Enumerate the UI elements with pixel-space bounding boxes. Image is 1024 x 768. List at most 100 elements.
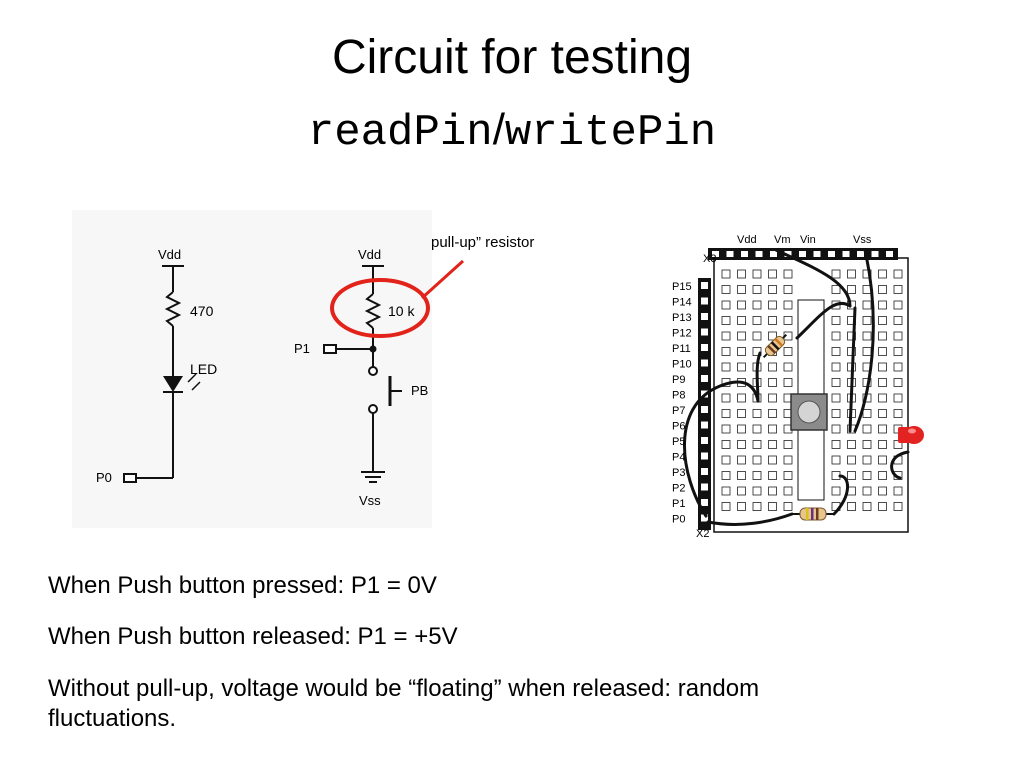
header-hole [701,452,708,460]
wire-led-return [890,450,910,480]
breadboard-hole [893,393,903,403]
breadboard-hole [737,269,746,279]
wire-switch-right [848,306,857,433]
pullup-callout-label: “pull-up” resistor [426,234,535,251]
breadboard-hole [737,502,746,511]
p0-label: P0 [96,470,112,485]
breadboard-hole [831,347,841,356]
pin-label: P8 [672,390,685,402]
header-hole [701,514,708,522]
header-hole [701,282,708,289]
breadboard-hole [893,269,903,279]
breadboard-hole [893,502,903,511]
switch-contact-bottom [368,404,378,414]
note-released: When Push button released: P1 = +5V [48,623,458,650]
breadboard-hole [847,285,856,294]
breadboard-hole [831,316,841,325]
header-hole [701,344,708,351]
breadboard-hole [862,347,872,356]
breadboard-hole [831,362,841,372]
breadboard-hole [783,455,793,465]
breadboard-hole [768,455,777,465]
header-hole [701,437,708,444]
breadboard-hole [831,285,841,294]
breadboard-hole [831,269,841,279]
pin-label: P5 [672,436,685,448]
breadboard-hole [721,455,731,465]
breadboard-hole [783,440,793,449]
breadboard-hole [737,347,746,356]
breadboard-hole [893,331,903,341]
breadboard-hole [752,300,762,310]
breadboard-hole [783,300,793,310]
breadboard-hole [737,285,746,294]
breadboard-hole [721,424,731,434]
pin-label: P7 [672,405,685,417]
breadboard-hole [752,285,762,294]
breadboard-hole [721,300,731,310]
wire-resistor-end [832,474,849,516]
breadboard-hole [737,486,746,496]
header-hole [701,328,708,336]
resistor-470 [164,291,182,327]
breadboard-hole [752,486,762,496]
p1-label: P1 [294,341,310,356]
vss-label: Vss [359,493,381,508]
board-x2-label: X2 [696,528,709,540]
note-pressed: When Push button pressed: P1 = 0V [48,572,437,599]
breadboard-hole [752,409,762,418]
header-hole [701,468,708,475]
breadboard-hole [721,331,731,341]
note-floating: Without pull-up, voltage would be “float… [48,675,760,732]
breadboard-hole [737,440,746,449]
resistor-10k-label: 10 k [388,303,415,319]
breadboard-hole [831,455,841,465]
header-hole [701,406,708,413]
breadboard-hole [831,378,841,387]
breadboard-hole [783,285,793,294]
breadboard-hole [768,393,777,403]
breadboard-hole [862,471,872,480]
breadboard-hole [737,362,746,372]
breadboard-hole [768,409,777,418]
pin-label: P14 [672,297,692,309]
top-header-hole [813,251,821,257]
breadboard-hole [737,455,746,465]
breadboard-hole [752,316,762,325]
breadboard-hole [752,331,762,341]
pin-label: P4 [672,452,685,464]
breadboard-hole [768,502,777,511]
breadboard-hole [862,409,872,418]
breadboard-hole [783,316,793,325]
breadboard-hole [878,455,887,465]
breadboard-hole [752,347,762,356]
breadboard-hole [878,471,887,480]
breadboard-hole [783,347,793,356]
breadboard-hole [721,269,731,279]
header-hole [701,483,708,491]
board-top-label-vss: Vss [853,234,872,246]
breadboard-hole [878,378,887,387]
top-header-hole [886,251,893,257]
board-top-label-vin: Vin [800,234,816,246]
breadboard-hole [893,378,903,387]
title-separator: / [492,105,505,154]
breadboard-hole [878,502,887,511]
wires [683,248,910,526]
board-top-label-vdd: Vdd [737,234,757,246]
p1-junction [369,345,377,353]
breadboard-hole [783,362,793,372]
pin-label: P12 [672,328,692,340]
header-hole [701,375,708,382]
wire-p8 [683,380,760,518]
breadboard-hole [737,331,746,341]
breadboard-hole [878,331,887,341]
circuit-schematic: Vdd 470 LED P0 Vdd 10 k P1 PB Switch Vss [72,210,432,528]
breadboard-hole [768,440,777,449]
pin-label: P15 [672,281,692,293]
slide-title: Circuit for testing [331,31,693,84]
breadboard-hole [862,424,872,434]
breadboard-hole [721,316,731,325]
breadboard-hole [831,486,841,496]
top-header-hole [828,251,835,257]
